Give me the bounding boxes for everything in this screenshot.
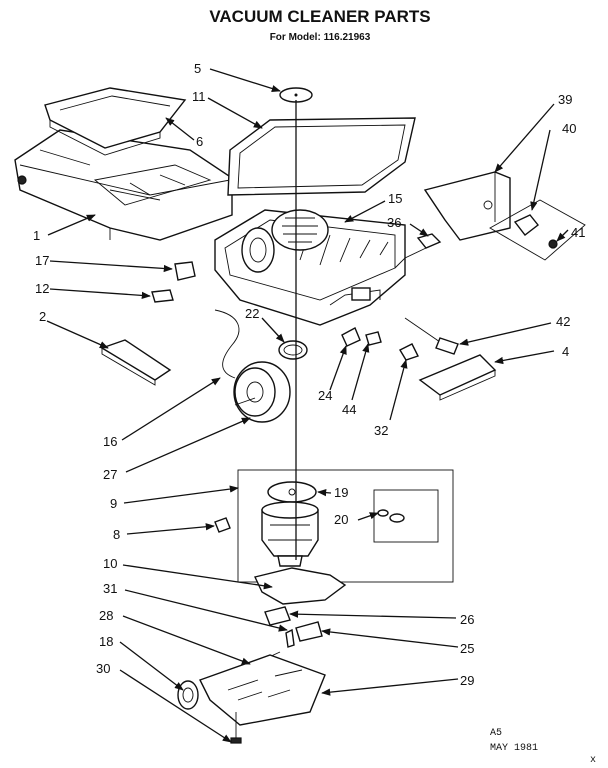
part-44 xyxy=(365,331,382,346)
part-baffle-10 xyxy=(254,567,347,605)
callout-36: 36 xyxy=(387,215,401,230)
callout-26: 26 xyxy=(460,612,474,627)
callout-12: 12 xyxy=(35,281,49,296)
part-fan-motor xyxy=(261,501,319,567)
part-31 xyxy=(285,628,295,648)
part-8 xyxy=(214,517,231,533)
callout-22: 22 xyxy=(245,306,259,321)
callout-numbers: 5 11 6 1 15 36 39 40 41 17 12 2 22 42 4 … xyxy=(33,61,585,688)
part-24 xyxy=(341,327,361,347)
part-fan-disc-19 xyxy=(267,481,317,503)
footer-code: A5 xyxy=(490,728,502,739)
part-switch-17 xyxy=(174,261,196,281)
footer-date: MAY 1981 xyxy=(490,743,538,754)
diagram-title: VACUUM CLEANER PARTS xyxy=(209,7,430,26)
part-26 xyxy=(264,606,291,626)
part-motor-housing xyxy=(214,309,291,423)
callout-8: 8 xyxy=(113,527,120,542)
callout-10: 10 xyxy=(103,556,117,571)
part-switch-box xyxy=(489,199,586,261)
model-subtitle: For Model: 116.21963 xyxy=(270,32,371,43)
callout-11: 11 xyxy=(192,89,206,104)
callout-25: 25 xyxy=(460,641,474,656)
callout-1: 1 xyxy=(33,228,40,243)
part-brushes-20 xyxy=(377,509,405,523)
callout-19: 19 xyxy=(334,485,348,500)
callout-41: 41 xyxy=(571,225,585,240)
callout-42: 42 xyxy=(556,314,570,329)
part-32 xyxy=(399,343,419,361)
callout-2: 2 xyxy=(39,309,46,324)
callout-32: 32 xyxy=(374,423,388,438)
fan-assembly-box xyxy=(237,469,454,583)
part-block-12 xyxy=(151,289,174,303)
part-cord-42 xyxy=(404,317,459,355)
callout-31: 31 xyxy=(103,581,117,596)
part-25 xyxy=(295,621,323,642)
callout-24: 24 xyxy=(318,388,332,403)
callout-40: 40 xyxy=(562,121,576,136)
callout-17: 17 xyxy=(35,253,49,268)
part-body-shell xyxy=(214,209,406,326)
callout-18: 18 xyxy=(99,634,113,649)
callout-29: 29 xyxy=(460,673,474,688)
part-wheel xyxy=(177,680,199,710)
part-bottom-plate-29 xyxy=(199,654,326,726)
callout-27: 27 xyxy=(103,467,117,482)
callout-6: 6 xyxy=(196,134,203,149)
callout-5: 5 xyxy=(194,61,201,76)
callout-15: 15 xyxy=(388,191,402,206)
part-gasket-frame xyxy=(227,117,416,196)
callout-4: 4 xyxy=(562,344,569,359)
callout-9: 9 xyxy=(110,496,117,511)
callout-39: 39 xyxy=(558,92,572,107)
part-base-housing xyxy=(14,129,233,241)
leader-lines xyxy=(46,68,569,743)
part-lid xyxy=(44,87,187,156)
callout-44: 44 xyxy=(342,402,356,417)
part-handle-4 xyxy=(418,354,497,401)
callout-20: 20 xyxy=(334,512,348,527)
callout-30: 30 xyxy=(96,661,110,676)
callout-16: 16 xyxy=(103,434,117,449)
part-latch-2 xyxy=(100,339,172,386)
callout-28: 28 xyxy=(99,608,113,623)
part-bracket-39 xyxy=(423,171,511,241)
footer-mark: x xyxy=(590,755,596,766)
part-ring-22 xyxy=(278,340,308,360)
